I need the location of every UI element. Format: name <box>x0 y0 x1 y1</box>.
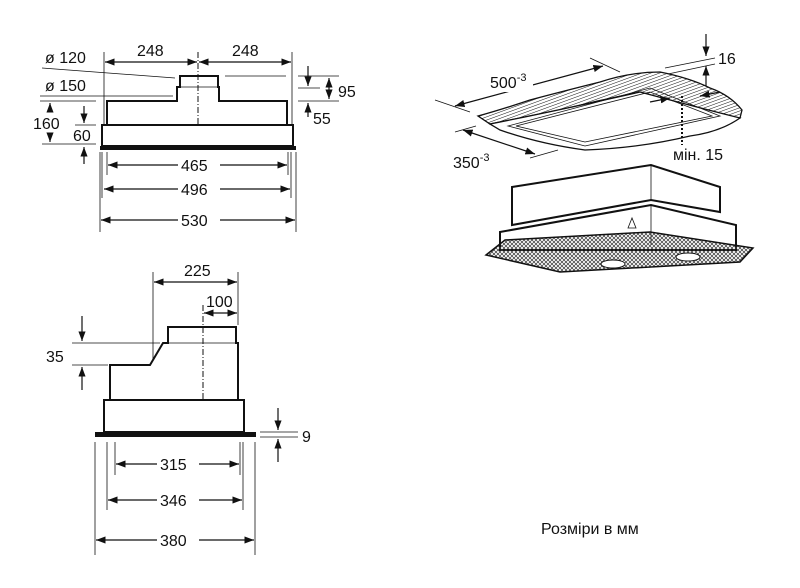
side-view: 225 100 35 9 315 346 380 <box>46 263 311 555</box>
dim-225: 225 <box>184 263 211 280</box>
side-flange <box>95 432 256 437</box>
ceiling-cutout-view: 500-3 350-3 16 мін. 15 <box>434 34 743 172</box>
dim-dia-120: ø 120 <box>45 50 86 67</box>
units-note: Розміри в мм <box>541 521 639 538</box>
dim-dia-150: ø 150 <box>45 78 86 95</box>
side-body <box>109 326 239 400</box>
hood-lower-body <box>101 124 294 147</box>
side-lower-body <box>103 399 245 433</box>
dim-248-right: 248 <box>232 43 259 60</box>
dim-248-left: 248 <box>137 43 164 60</box>
dim-315: 315 <box>160 457 187 474</box>
hood-upper-body <box>106 75 288 125</box>
dim-60: 60 <box>73 128 91 145</box>
front-view: 248 248 ø 120 ø 150 160 60 95 55 465 496… <box>33 43 356 232</box>
dim-530: 530 <box>181 213 208 230</box>
dim-16: 16 <box>718 51 736 68</box>
dim-35: 35 <box>46 349 64 366</box>
hood-isometric <box>484 163 755 273</box>
min-15-label: мін. 15 <box>673 147 723 164</box>
dim-500: 500-3 <box>490 72 526 92</box>
light-icon <box>600 259 626 269</box>
light-icon <box>675 252 701 262</box>
dim-9: 9 <box>302 429 311 446</box>
dim-465: 465 <box>181 158 208 175</box>
dim-346: 346 <box>160 493 187 510</box>
dim-350: 350-3 <box>453 152 489 172</box>
dim-160: 160 <box>33 116 60 133</box>
dim-95: 95 <box>338 84 356 101</box>
dim-496: 496 <box>181 182 208 199</box>
hood-flange <box>100 146 296 150</box>
dim-100: 100 <box>206 294 233 311</box>
dim-55: 55 <box>313 111 331 128</box>
control-icon <box>627 216 637 229</box>
dim-380: 380 <box>160 533 187 550</box>
grease-filter-grid <box>484 231 755 273</box>
